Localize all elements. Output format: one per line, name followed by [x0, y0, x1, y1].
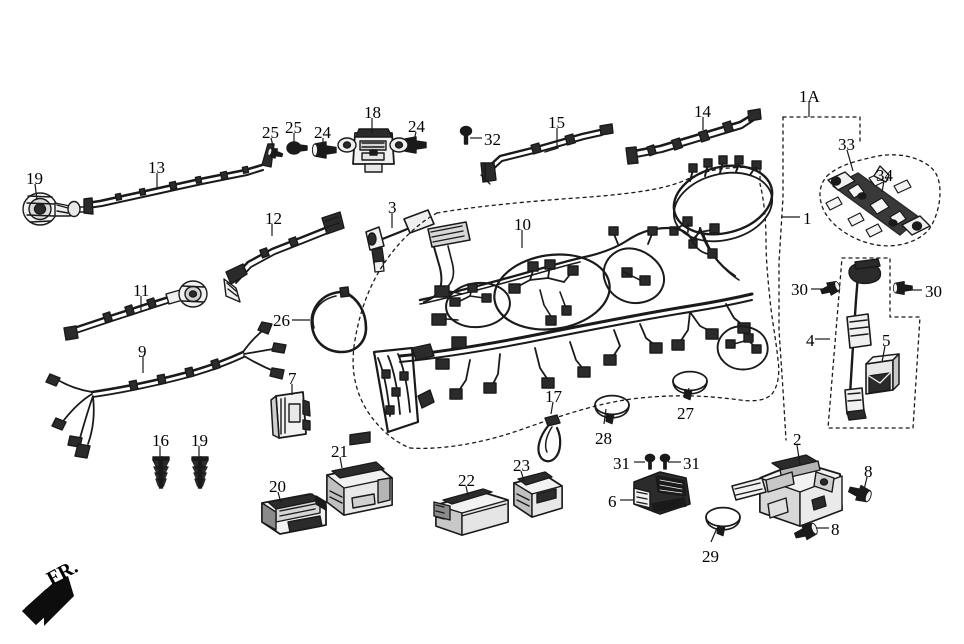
leader-5 — [881, 345, 886, 363]
callout-26: 26 — [273, 311, 290, 330]
callout-24b: 24 — [408, 117, 425, 136]
leader-8a — [863, 476, 868, 491]
group-1A-boundary — [778, 116, 861, 441]
callout-31a: 31 — [613, 454, 630, 473]
part-21-relay-box — [326, 431, 393, 516]
part-8-bolt-a — [846, 481, 874, 505]
part-18-bracket-assembly — [337, 128, 409, 173]
callout-20: 20 — [269, 477, 286, 496]
callout-25a: 25 — [262, 123, 279, 142]
callout-33: 33 — [838, 135, 855, 154]
part-4-cable-assembly — [844, 258, 882, 421]
part-29-band-clamp — [705, 506, 741, 537]
part-9-sub-harness — [45, 321, 287, 459]
part-23-connector-housing — [513, 471, 563, 518]
part-20-control-unit — [261, 493, 327, 535]
part-15-ground-cable — [480, 123, 614, 185]
callout-25b: 25 — [285, 118, 302, 137]
callout-29: 29 — [702, 547, 719, 566]
part-6-relay-assembly — [633, 471, 691, 515]
callout-2: 2 — [793, 430, 802, 449]
part-22-control-unit — [433, 488, 509, 536]
callout-13: 13 — [148, 158, 165, 177]
callout-28: 28 — [595, 429, 612, 448]
callout-21: 21 — [331, 442, 348, 461]
part-16-clip — [152, 456, 170, 489]
callout-11: 11 — [133, 281, 150, 300]
callout-10: 10 — [514, 215, 531, 234]
group-4-boundary — [827, 257, 921, 429]
part-17-wire-clip — [537, 414, 562, 463]
group-33-boundary — [819, 154, 941, 247]
callout-5: 5 — [882, 331, 891, 350]
callout-8b: 8 — [831, 520, 840, 539]
part-24-bolt-a — [311, 141, 337, 159]
part-26-wire-clamp — [310, 286, 368, 354]
callout-1: 1 — [803, 209, 812, 228]
part-31-screw-a — [644, 453, 656, 470]
callout-3: 3 — [388, 198, 397, 217]
leader-27 — [685, 387, 690, 399]
part-11-sub-harness — [63, 280, 208, 341]
part-13-sub-harness — [83, 143, 275, 215]
callout-1A: 1A — [799, 87, 820, 106]
leader-25a — [270, 137, 275, 151]
callout-18: 18 — [364, 103, 381, 122]
callout-12: 12 — [265, 209, 282, 228]
leader-28 — [603, 408, 607, 425]
part-30-bolt-b — [892, 281, 913, 295]
leader-23 — [520, 470, 525, 482]
part-25-screw-b — [286, 141, 308, 155]
callout-17: 17 — [545, 387, 562, 406]
leader-2 — [796, 444, 801, 466]
leader-21 — [339, 456, 343, 469]
callout-32: 32 — [484, 130, 501, 149]
callout-19b: 19 — [191, 431, 208, 450]
part-12-sub-harness — [223, 211, 345, 303]
callout-7: 7 — [288, 369, 297, 388]
callout-22: 22 — [458, 471, 475, 490]
leader-20 — [277, 491, 282, 504]
leader-34 — [881, 180, 885, 193]
callout-31b: 31 — [683, 454, 700, 473]
callout-14: 14 — [694, 102, 711, 121]
part-10-instrument-panel-harness — [372, 216, 769, 434]
part-14-harness-strip — [625, 108, 762, 165]
group-10-boundary — [352, 166, 780, 449]
callout-30b: 30 — [925, 282, 942, 301]
part-3-antenna-feeder — [365, 209, 435, 273]
callout-23: 23 — [513, 456, 530, 475]
front-direction-arrow-icon — [22, 576, 74, 626]
leader-33 — [846, 149, 854, 172]
part-7-control-module — [270, 391, 311, 439]
leader-17 — [550, 401, 554, 415]
callout-19a: 19 — [26, 169, 43, 188]
callout-8a: 8 — [864, 462, 873, 481]
part-2-junction-block — [731, 454, 843, 527]
callout-4: 4 — [806, 331, 815, 350]
callout-34: 34 — [876, 166, 893, 185]
part-19-grommet-left — [22, 192, 87, 226]
callout-16: 16 — [152, 431, 169, 450]
callout-leader-lines — [34, 102, 922, 543]
part-5-connector-block — [865, 353, 900, 395]
part-34-fuse-relay-block — [825, 165, 931, 238]
part-19-clip-b — [191, 456, 209, 489]
part-32-bolt — [459, 125, 473, 145]
leader-19a — [34, 183, 38, 201]
callout-27: 27 — [677, 404, 694, 423]
callout-9: 9 — [138, 342, 147, 361]
callout-15: 15 — [548, 113, 565, 132]
leader-29 — [710, 527, 718, 543]
callout-6: 6 — [608, 492, 617, 511]
leader-24b — [413, 131, 417, 141]
callout-24a: 24 — [314, 123, 331, 142]
callout-30a: 30 — [791, 280, 808, 299]
leader-22 — [465, 485, 469, 497]
